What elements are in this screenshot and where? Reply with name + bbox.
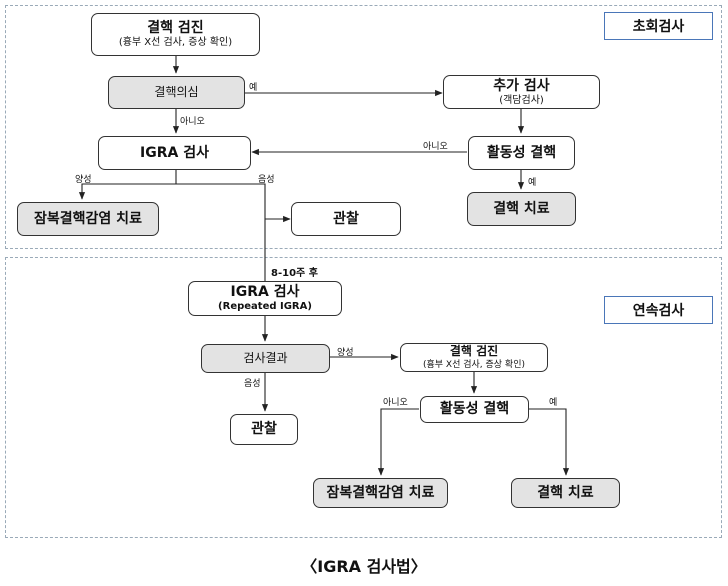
node-title: 결핵 검진 xyxy=(449,343,499,358)
section-tag-serial: 연속검사 xyxy=(604,296,713,324)
edge-label-positive: 양성 xyxy=(337,348,354,358)
node-igra-repeated: IGRA 검사 (Repeated IGRA) xyxy=(188,281,342,316)
node-tb-screening-2: 결핵 검진 (흉부 X선 검사, 증상 확인) xyxy=(400,343,548,372)
edge-label-yes: 예 xyxy=(549,398,558,408)
node-subtitle: (흉부 X선 검사, 증상 확인) xyxy=(118,37,233,49)
edge-label-negative: 음성 xyxy=(258,175,275,185)
node-title: 결핵 치료 xyxy=(493,200,550,217)
node-igra-test: IGRA 검사 xyxy=(98,136,251,170)
edge-label-no: 아니오 xyxy=(383,398,408,408)
edge-label-no: 아니오 xyxy=(180,117,205,127)
node-ltbi-treatment-2: 잠복결핵감염 치료 xyxy=(313,478,448,508)
node-tb-screening: 결핵 검진 (흉부 X선 검사, 증상 확인) xyxy=(91,13,260,56)
node-title: 활동성 결핵 xyxy=(486,144,557,161)
node-title: IGRA 검사 xyxy=(140,144,209,161)
node-title: 추가 검사 xyxy=(493,77,550,94)
node-subtitle: (Repeated IGRA) xyxy=(218,301,312,313)
node-subtitle: (객담검사) xyxy=(499,94,544,106)
edge-label-yes: 예 xyxy=(249,83,258,93)
section-tag-initial: 초회검사 xyxy=(604,12,713,40)
node-title: 잠복결핵감염 치료 xyxy=(34,210,142,227)
node-title: 잠복결핵감염 치료 xyxy=(326,484,435,501)
node-title: 검사결과 xyxy=(243,350,288,365)
edge-label-yes: 예 xyxy=(528,178,537,188)
node-title: IGRA 검사 xyxy=(230,284,300,301)
node-title: 결핵의심 xyxy=(154,84,199,99)
edge-label-negative: 음성 xyxy=(244,379,261,389)
edge-igra-negative xyxy=(176,183,266,280)
node-extra-test: 추가 검사 (객담검사) xyxy=(443,75,600,109)
node-subtitle: (흉부 X선 검사, 증상 확인) xyxy=(422,359,525,370)
node-title: 관찰 xyxy=(333,210,359,227)
edge-label-no: 아니오 xyxy=(423,142,448,152)
section-initial-test xyxy=(5,5,722,249)
figure-caption: 〈IGRA 검사법〉 xyxy=(301,557,427,576)
edge-label-positive: 양성 xyxy=(75,175,92,185)
node-title: 결핵 치료 xyxy=(537,484,594,501)
section-serial-test xyxy=(5,257,722,538)
node-ltbi-treatment: 잠복결핵감염 치료 xyxy=(17,202,159,236)
edge-label-weeks-later: 8-10주 후 xyxy=(271,268,318,279)
node-tb-treatment: 결핵 치료 xyxy=(467,192,576,226)
edge-active2-to-ltbi2 xyxy=(377,408,419,476)
node-tb-suspected: 결핵의심 xyxy=(108,76,245,109)
node-active-tb: 활동성 결핵 xyxy=(468,136,575,170)
node-active-tb-2: 활동성 결핵 xyxy=(420,396,529,423)
node-test-result: 검사결과 xyxy=(201,344,330,373)
node-observation-2: 관찰 xyxy=(230,414,298,445)
node-tb-treatment-2: 결핵 치료 xyxy=(511,478,620,508)
node-observation: 관찰 xyxy=(291,202,401,236)
node-title: 관찰 xyxy=(251,421,277,438)
node-title: 활동성 결핵 xyxy=(439,401,510,418)
edge-igra-to-ltbi xyxy=(78,170,177,200)
edge-active2-to-tbtx2 xyxy=(529,408,570,476)
node-title: 결핵 검진 xyxy=(147,20,204,37)
